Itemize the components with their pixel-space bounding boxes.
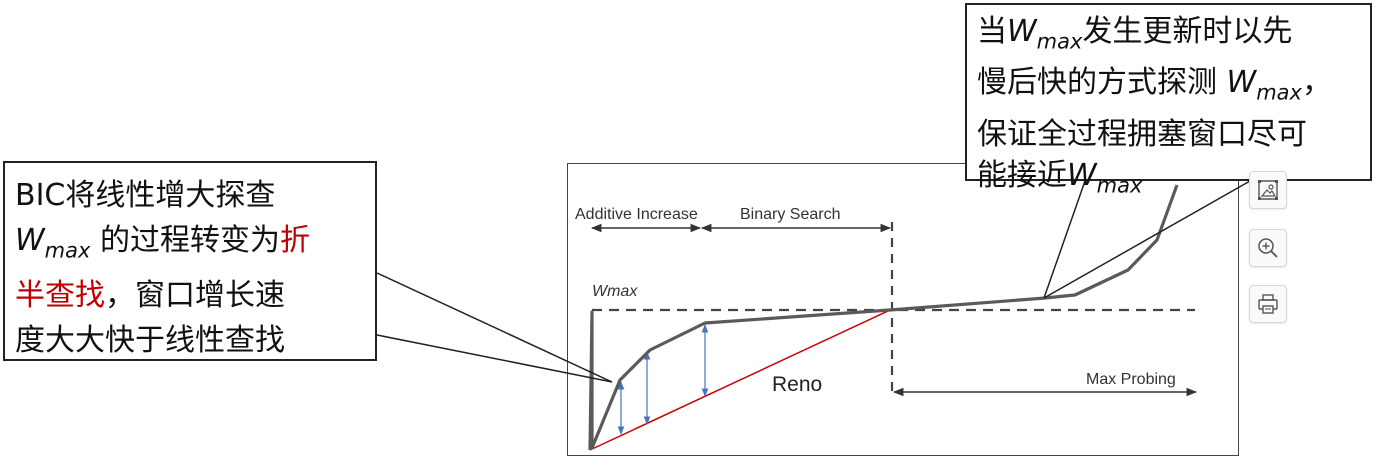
reno-line bbox=[589, 309, 891, 451]
left-callout-pointer-2 bbox=[376, 334, 613, 383]
left-callout-pointer-1 bbox=[376, 272, 613, 383]
highlight-text: 半查找 bbox=[15, 278, 105, 314]
wmax-symbol: Wmax bbox=[15, 223, 91, 263]
zoom-in-icon bbox=[1258, 238, 1278, 258]
wmax-symbol: Wmax bbox=[1007, 14, 1083, 54]
wmax-symbol: Wmax bbox=[1067, 157, 1143, 198]
right-callout-line-3: 保证全过程拥塞窗口尽可 bbox=[977, 116, 1307, 152]
left-callout-line-4: 度大大快于线性查找 bbox=[15, 323, 285, 359]
left-callout-line-1: BIC将线性增大探查 bbox=[15, 178, 276, 213]
right-callout-line-4: 能接近Wmax bbox=[977, 157, 1143, 198]
view-image-button[interactable] bbox=[1249, 171, 1287, 209]
label-wmax: Wmax bbox=[592, 283, 638, 300]
label-max-probing: Max Probing bbox=[1086, 371, 1176, 388]
label-binary-search: Binary Search bbox=[740, 206, 841, 223]
label-reno: Reno bbox=[772, 373, 822, 396]
right-callout-pointer-2 bbox=[1043, 180, 1251, 299]
right-callout-pointer-1 bbox=[1043, 180, 1086, 299]
bic-window-curve bbox=[588, 184, 1179, 451]
zoom-in-button[interactable] bbox=[1249, 229, 1287, 267]
image-icon bbox=[1258, 180, 1278, 200]
left-callout-box: BIC将线性增大探查 Wmax 的过程转变为折 半查找，窗口增长速 度大大快于线… bbox=[3, 161, 377, 361]
right-callout-line-1: 当Wmax发生更新时以先 bbox=[977, 14, 1293, 54]
left-callout-line-2: Wmax 的过程转变为折 bbox=[15, 223, 310, 263]
left-callout-line-3: 半查找，窗口增长速 bbox=[15, 278, 285, 314]
highlight-text: 折 bbox=[279, 223, 310, 258]
right-callout-line-2: 慢后快的方式探测 Wmax， bbox=[977, 65, 1332, 105]
print-icon bbox=[1258, 294, 1278, 314]
label-additive-increase: Additive Increase bbox=[575, 206, 698, 223]
right-callout-box: 当Wmax发生更新时以先 慢后快的方式探测 Wmax， 保证全过程拥塞窗口尽可 … bbox=[965, 3, 1372, 197]
wmax-symbol: Wmax bbox=[1226, 65, 1302, 105]
print-button[interactable] bbox=[1249, 285, 1287, 323]
